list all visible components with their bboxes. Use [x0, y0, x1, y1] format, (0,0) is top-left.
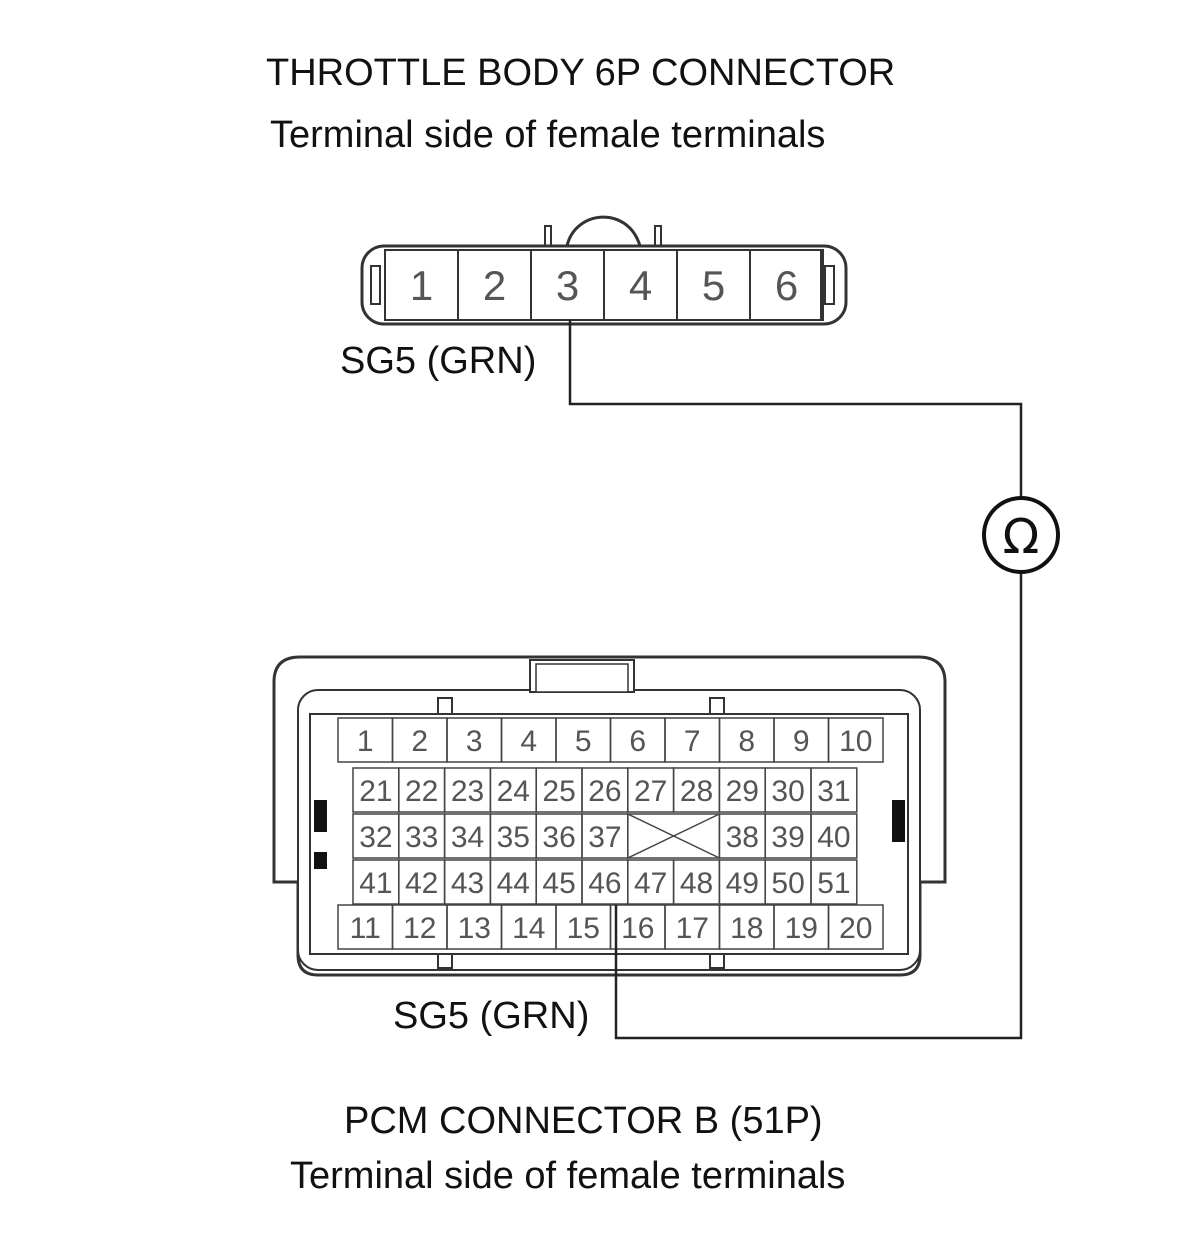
pcm-pin-label: 27	[634, 775, 667, 808]
pcm-pin-label: 14	[512, 912, 545, 945]
pcm-pin-label: 25	[542, 775, 575, 808]
throttle-pin-label: 1	[410, 262, 433, 309]
pcm-connector-body	[272, 655, 947, 977]
pcm-pin-label: 16	[621, 912, 654, 945]
pcm-pin-label: 49	[726, 867, 759, 900]
pcm-pin-label: 36	[542, 821, 575, 854]
pcm-pin-label: 34	[451, 821, 484, 854]
pcm-pin-cell	[827, 717, 884, 763]
pcm-empty-cavity	[627, 813, 721, 859]
pcm-pin-label: 35	[497, 821, 530, 854]
pcm-pin-label: 24	[497, 775, 530, 808]
pcm-connector-subtitle: Terminal side of female terminals	[290, 1155, 846, 1197]
pcm-pin-label: 41	[359, 867, 392, 900]
pcm-pin-label: 10	[839, 725, 872, 758]
pcm-pin-label: 31	[817, 775, 850, 808]
pcm-pin-label: 47	[634, 867, 667, 900]
pcm-pin-label: 51	[817, 867, 850, 900]
throttle-connector-title: THROTTLE BODY 6P CONNECTOR	[266, 52, 896, 94]
pcm-pin-label: 43	[451, 867, 484, 900]
pcm-pin-label: 23	[451, 775, 484, 808]
pcm-pin-label: 39	[771, 821, 804, 854]
pcm-pin-label: 17	[676, 912, 709, 945]
pcm-pin-label: 8	[738, 725, 755, 758]
ohm-symbol: Ω	[1003, 509, 1040, 565]
pcm-pin-label: 18	[730, 912, 763, 945]
throttle-connector-subtitle: Terminal side of female terminals	[270, 114, 826, 156]
pcm-empty-cross	[627, 813, 720, 859]
throttle-pin-label: 5	[702, 262, 725, 309]
pcm-pin-label: 45	[542, 867, 575, 900]
pcm-pin-cell	[827, 904, 884, 950]
pcm-pin-label: 15	[567, 912, 600, 945]
pcm-pin-label: 6	[629, 725, 646, 758]
pcm-pin-label: 4	[520, 725, 537, 758]
pcm-pin-label: 5	[575, 725, 592, 758]
pcm-pin-label: 33	[405, 821, 438, 854]
ohmmeter-icon: Ω	[982, 496, 1060, 574]
throttle-pin-label: 2	[483, 262, 506, 309]
throttle-pins-layer: 1 2 3 4 5 6	[384, 249, 824, 321]
pcm-pin-label: 26	[588, 775, 621, 808]
pcm-pin-label: 9	[793, 725, 810, 758]
pcm-pin-label: 19	[785, 912, 818, 945]
pcm-pin-label: 2	[411, 725, 428, 758]
pcm-pin-label: 46	[588, 867, 621, 900]
pcm-pin-label: 1	[357, 725, 374, 758]
pcm-wire-label: SG5 (GRN)	[393, 995, 590, 1037]
pcm-pin-label: 32	[359, 821, 392, 854]
pcm-pin-label: 42	[405, 867, 438, 900]
pcm-pin-label: 48	[680, 867, 713, 900]
pcm-pin-label: 21	[359, 775, 392, 808]
pcm-pin-label: 28	[680, 775, 713, 808]
throttle-pin-label: 4	[629, 262, 652, 309]
pcm-pin-label: 20	[839, 912, 872, 945]
throttle-pin-cell	[749, 249, 824, 321]
pcm-pin-label: 3	[466, 725, 483, 758]
throttle-pin-label: 6	[775, 262, 798, 309]
pcm-connector-title: PCM CONNECTOR B (51P)	[344, 1100, 823, 1142]
pcm-pin-label: 44	[497, 867, 530, 900]
pcm-pin-label: 22	[405, 775, 438, 808]
throttle-wire-label: SG5 (GRN)	[340, 340, 537, 382]
throttle-pin-label: 3	[556, 262, 579, 309]
pcm-pin-label: 11	[350, 912, 381, 945]
pcm-pin-label: 50	[771, 867, 804, 900]
pcm-pin-cell	[810, 813, 858, 859]
pcm-pin-cell	[810, 859, 858, 905]
pcm-pin-label: 29	[726, 775, 759, 808]
pcm-pin-label: 37	[588, 821, 621, 854]
pcm-pin-label: 13	[458, 912, 491, 945]
pcm-pin-label: 40	[817, 821, 850, 854]
pcm-pin-label: 12	[403, 912, 436, 945]
pcm-pin-label: 7	[684, 725, 701, 758]
pcm-pin-label: 38	[726, 821, 759, 854]
ohmmeter-wire	[568, 320, 1023, 1040]
pcm-pin-label: 30	[771, 775, 804, 808]
pcm-pin-cell	[810, 767, 858, 813]
